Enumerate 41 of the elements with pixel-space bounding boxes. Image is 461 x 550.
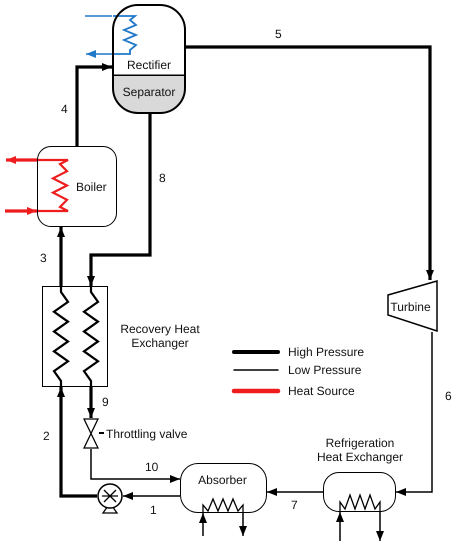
separator-vessel [112, 4, 186, 114]
flow-arrow [376, 512, 384, 541]
stream-number: 7 [290, 499, 299, 512]
flow-arrow [5, 207, 37, 215]
stream-number: 2 [42, 430, 51, 443]
flow-arrow [239, 513, 247, 536]
stream-number: 4 [60, 103, 69, 116]
pipe-connector [75, 63, 112, 146]
flow-arrow [336, 512, 344, 541]
flow-arrow [199, 513, 207, 536]
stream-number: 5 [274, 28, 283, 41]
pipe-connector [123, 492, 180, 500]
flow-arrow [86, 50, 112, 58]
component-label: Refrigeration Heat Exchanger [316, 436, 404, 464]
pipe-connector [267, 488, 323, 496]
pipe-connector [396, 332, 433, 496]
stream-number: 8 [158, 172, 167, 185]
component-label: Throttling valve [106, 427, 188, 441]
flow-arrow [6, 156, 37, 164]
legend-label: Heat Source [288, 384, 355, 398]
vessel-box [37, 146, 117, 227]
pipe-connector [90, 449, 180, 483]
component-label: Separator [122, 85, 176, 99]
pipe-connector [57, 387, 97, 498]
component-label: Rectifier [126, 58, 172, 72]
component-label: Recovery Heat Exchanger [119, 322, 201, 350]
pipe-connector [87, 114, 152, 286]
stream-number: 3 [39, 252, 48, 265]
component-label: Absorber [197, 473, 248, 487]
legend-label: Low Pressure [288, 363, 362, 377]
pipe-connector [87, 387, 95, 418]
vessel-box [180, 463, 267, 513]
component-label: Boiler [76, 180, 108, 194]
stream-number: 9 [101, 396, 110, 409]
stream-number: 6 [444, 390, 453, 403]
component-label: Turbine [389, 300, 432, 314]
stream-number: 10 [144, 461, 160, 474]
pipe-connector [186, 45, 434, 280]
pipe-connector [57, 227, 65, 286]
legend-label: High Pressure [288, 345, 364, 359]
stream-number: 1 [149, 504, 158, 517]
